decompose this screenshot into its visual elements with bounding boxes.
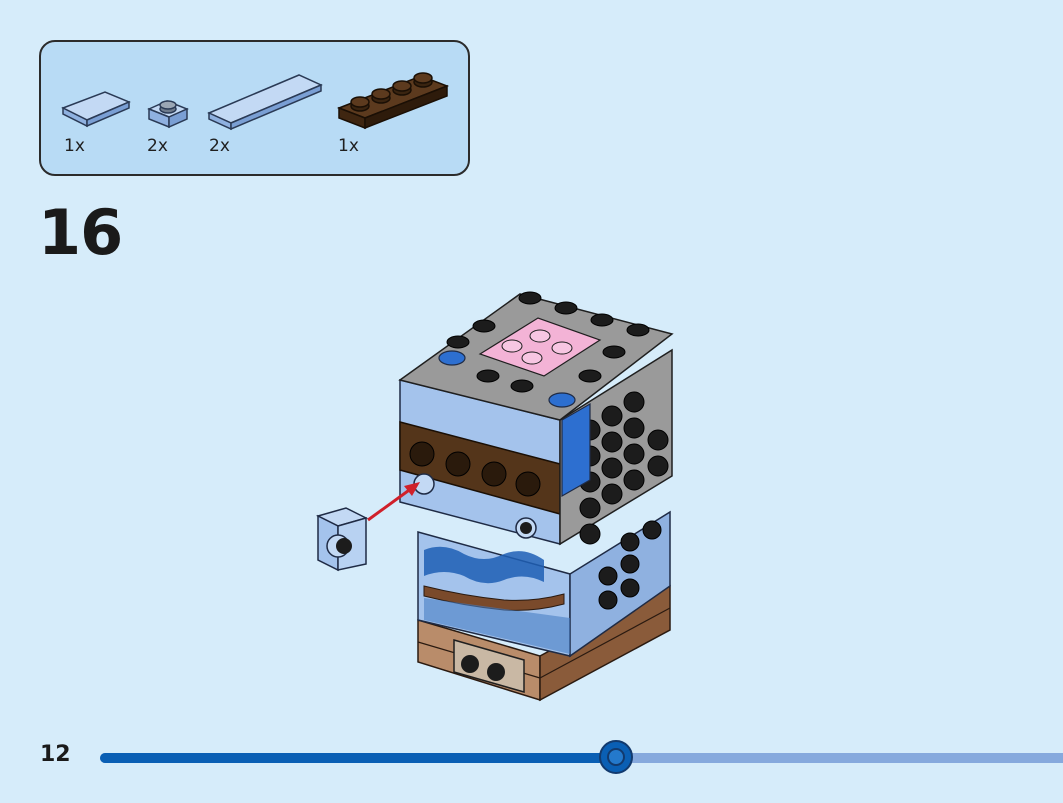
progress-knob: [599, 740, 634, 774]
part-qty: 2x: [147, 136, 168, 156]
part-tile-1x4-blue: [207, 71, 323, 133]
parts-list-callout: 1x 2x 2x: [39, 40, 470, 176]
part-plate-1x4-brown: [335, 68, 455, 132]
part-qty: 2x: [209, 136, 230, 156]
model-illustration: [300, 280, 700, 714]
part-plate-1x1-blue: [145, 95, 191, 129]
step-number: 16: [38, 196, 123, 269]
progress-bar: [100, 740, 1063, 774]
page-number: 12: [40, 742, 71, 767]
progress-bar-fill: [100, 753, 617, 763]
part-tile-1x2-blue: [61, 86, 133, 128]
part-qty: 1x: [338, 136, 359, 156]
part-qty: 1x: [64, 136, 85, 156]
